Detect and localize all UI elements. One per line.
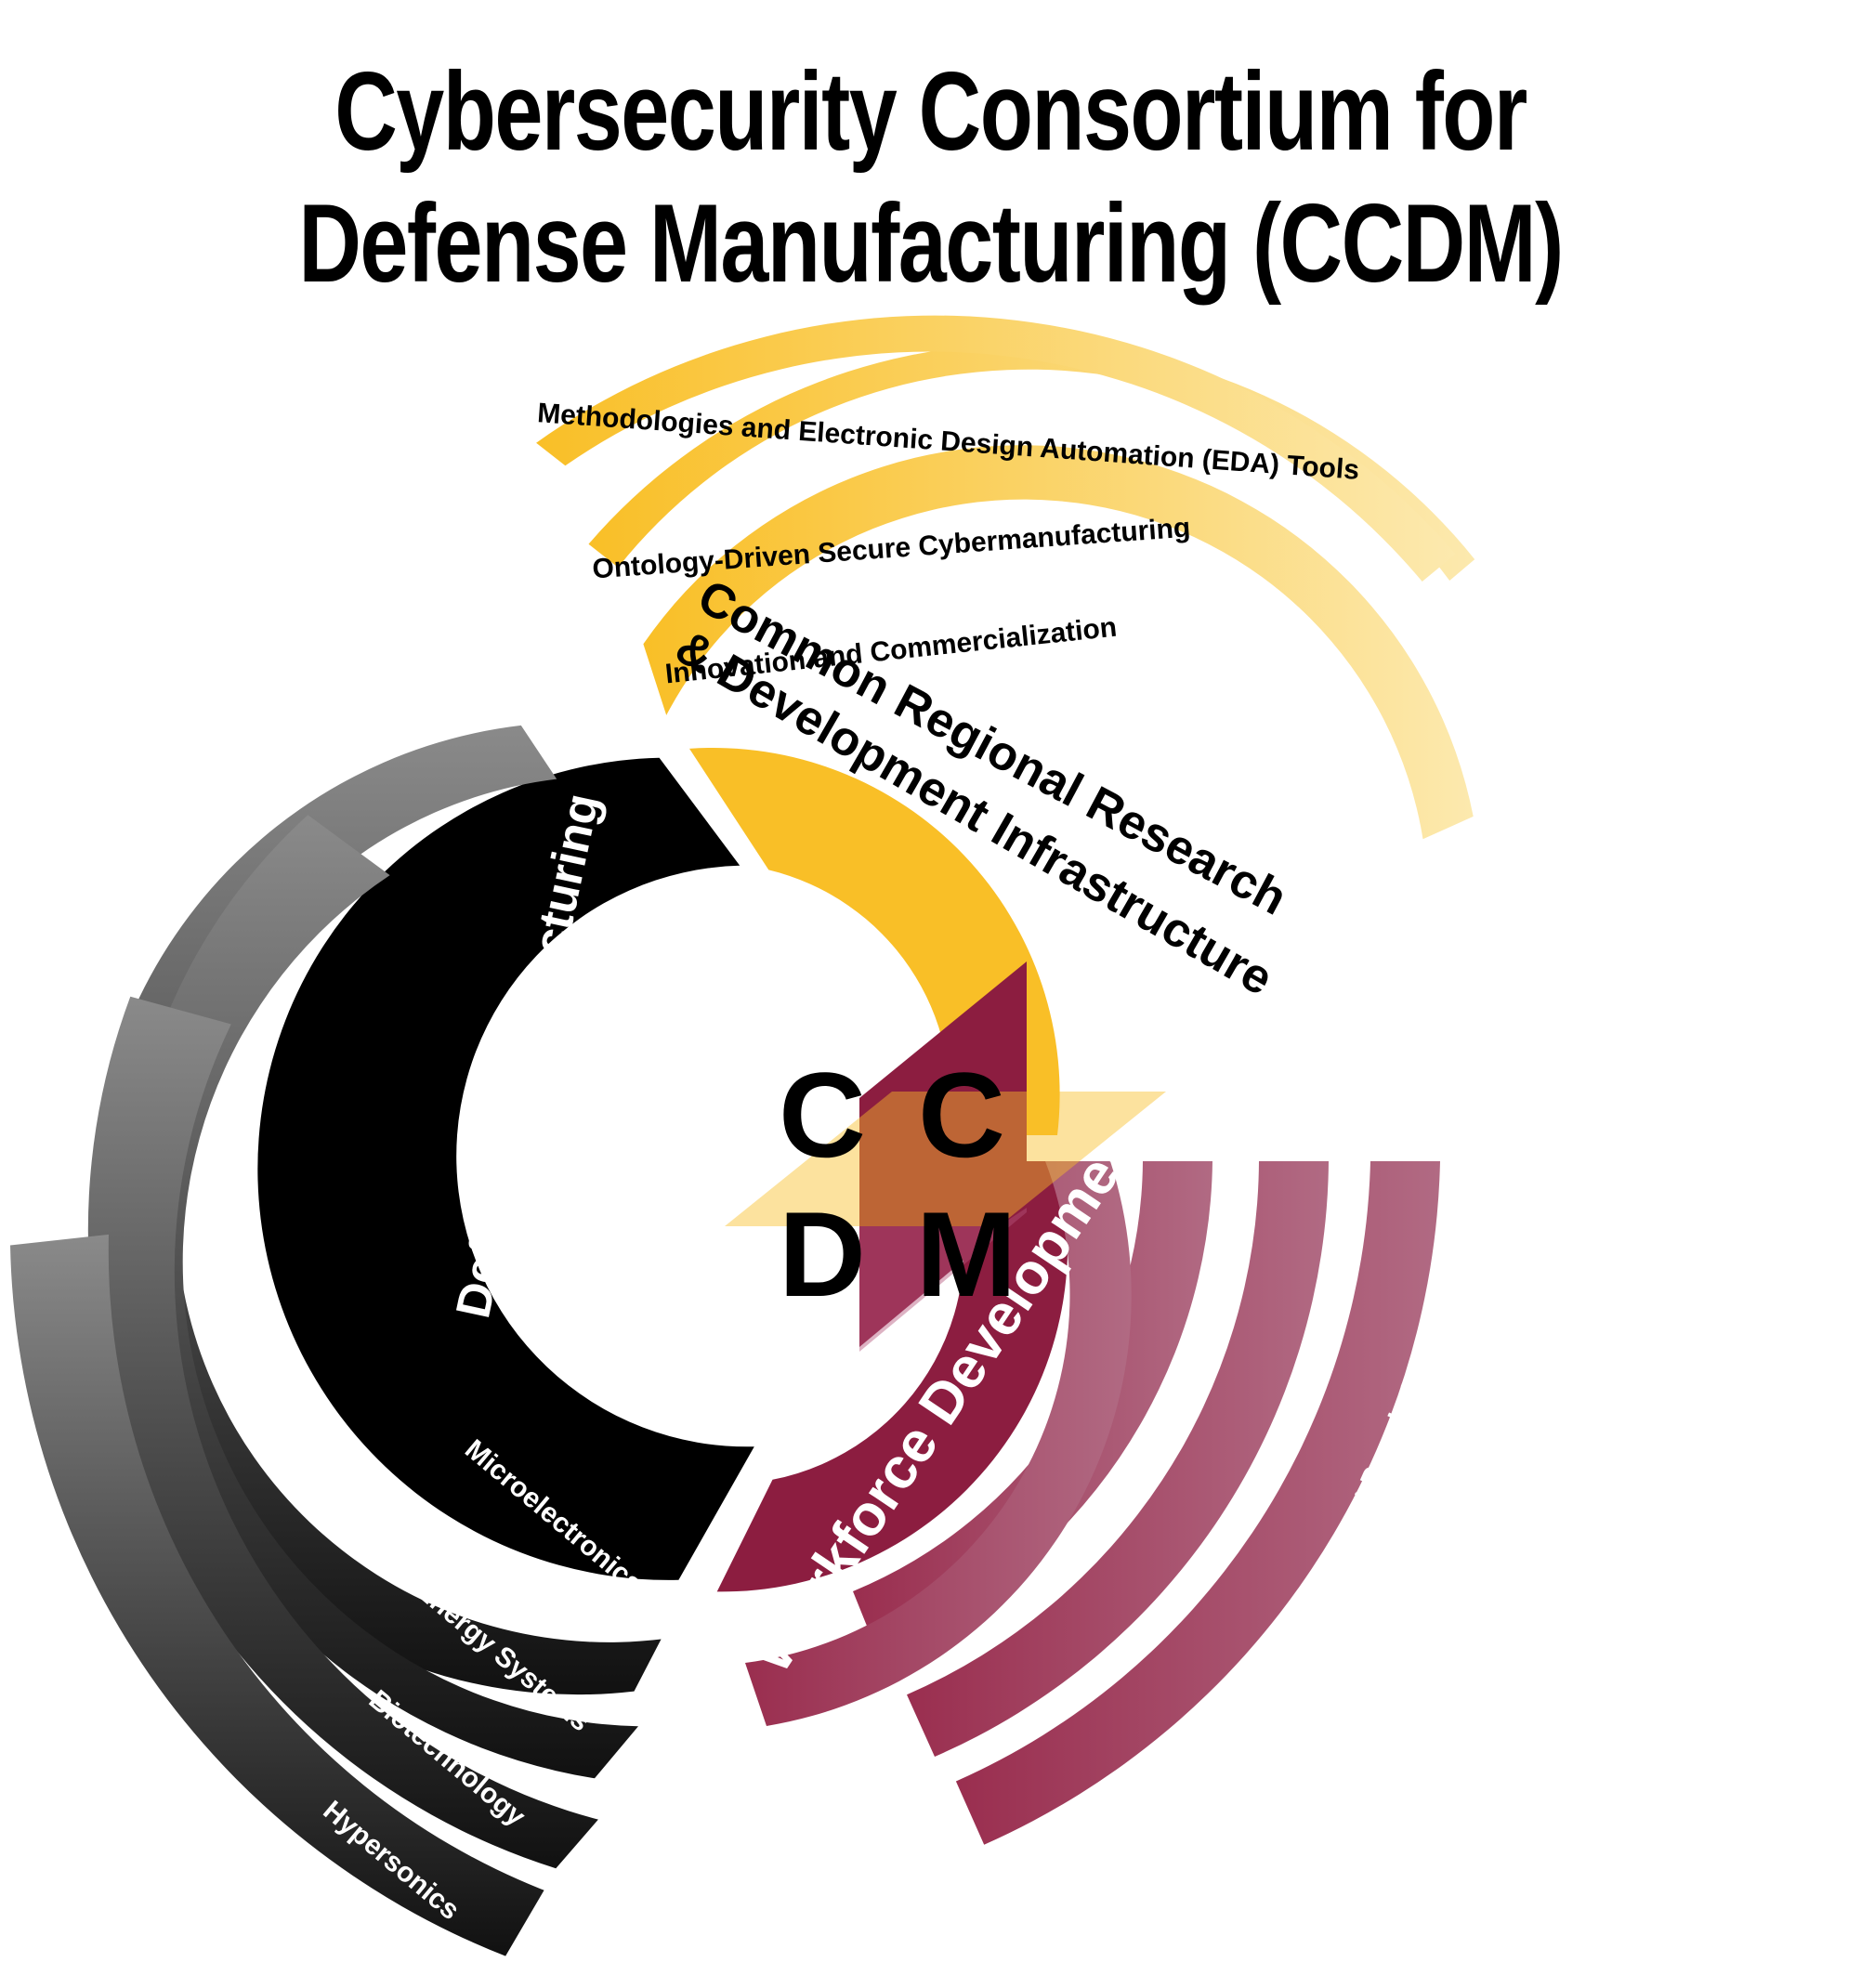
logo-letter-m: M [916,1186,1016,1322]
title-line-1: Cybersecurity Consortium for [334,49,1527,174]
workforce-band-4 [745,1161,1132,1726]
infrastructure-item-2: Ontology-Driven Secure Cybermanufacturin… [591,513,1191,585]
workforce-core-ring [716,1161,1068,1592]
applications-band-2 [125,815,638,1779]
infrastructure-band-1 [643,445,1474,840]
infrastructure-band-3 [536,315,1456,582]
logo-letter-c2: C [918,1047,1005,1183]
applications-band-4 [10,1234,544,1956]
workforce-item-4: Student Veterans [1728,1214,1767,1443]
ccdm-logo: C C D M [725,961,1166,1352]
logo-maroon-panel [859,961,1027,1347]
logo-letter-c1: C [779,1047,866,1183]
page-title: Cybersecurity Consortium for Defense Man… [204,46,1656,309]
logo-gold-panel [725,1092,1166,1226]
applications-band-3 [87,996,598,1869]
workforce-item-3: Underrepresented Minority (URM) [1553,1170,1645,1615]
logo-letter-d: D [779,1186,866,1322]
sector-applications: Defense Manufacturing Applications Micro… [10,725,754,1956]
logo-lower-panel [859,1208,1027,1352]
applications-core-ring [257,757,754,1580]
title-line-2: Defense Manufacturing (CCDM) [298,180,1564,306]
workforce-band-2 [907,1161,1329,1757]
workforce-band-1 [955,1161,1440,1845]
